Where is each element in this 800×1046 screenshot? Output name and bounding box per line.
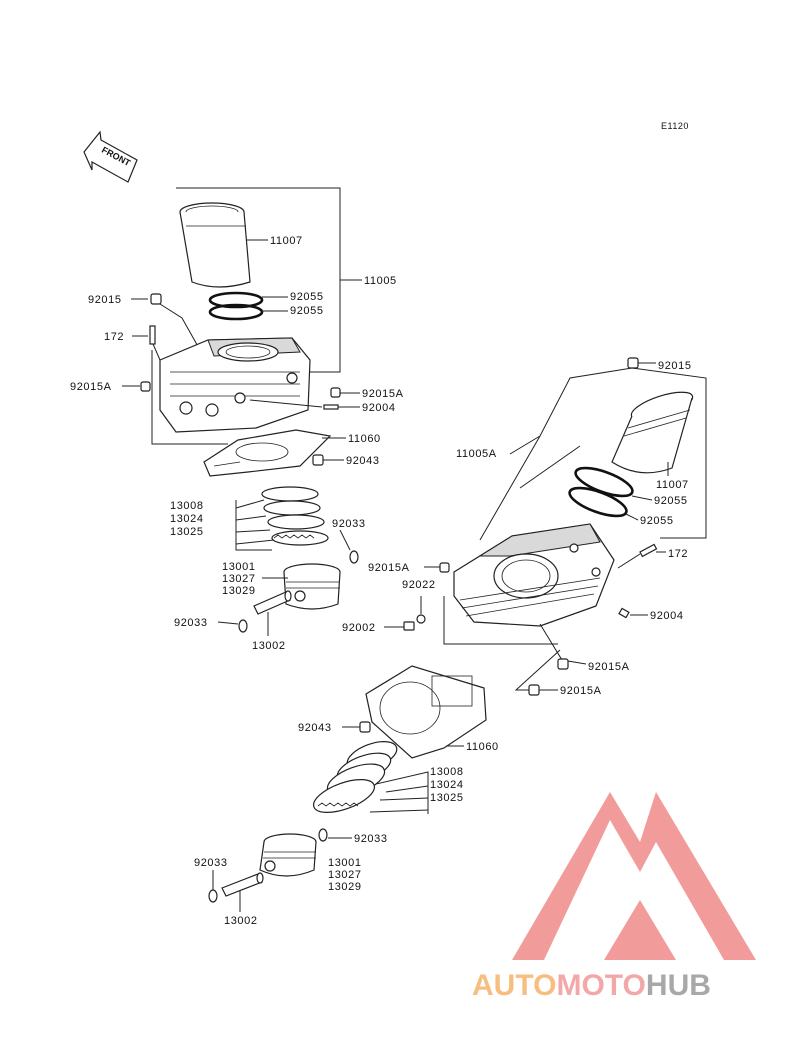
- callout-rear-plug-top: 92015: [88, 294, 122, 306]
- callout-rear-piston-a: 13001: [222, 561, 256, 573]
- rear-piston-rings: [261, 486, 329, 546]
- callout-front-dowel: 92043: [298, 722, 332, 734]
- watermark-moto: MOTO: [556, 969, 645, 1002]
- rear-pin: [323, 404, 339, 410]
- callout-front-clip-right: 92033: [354, 833, 388, 845]
- callout-front-gasket: 11060: [466, 741, 499, 753]
- front-cylinder-body: [453, 523, 615, 627]
- callout-front-plug-left: 92015A: [368, 562, 410, 574]
- front-piston-rings: [313, 741, 398, 814]
- rear-plug-top: [131, 293, 201, 351]
- front-stud: [639, 543, 658, 558]
- callout-rear-clip-left: 92033: [174, 617, 208, 629]
- rear-cylinder-body: [159, 337, 311, 433]
- rear-plug-left: [140, 381, 151, 392]
- callout-rear-piston-c: 13029: [222, 585, 256, 597]
- watermark-triangle-icon: [512, 792, 756, 960]
- rear-oring-b: [208, 303, 264, 321]
- callout-rear-plug-left: 92015A: [70, 381, 112, 393]
- front-bolt: [384, 621, 415, 631]
- rear-cylinder-group: [122, 187, 362, 636]
- rear-cylinder-liner: [179, 202, 251, 288]
- callout-front-plug-low-b: 92015A: [560, 685, 602, 697]
- callout-rear-oring-a: 92055: [290, 291, 324, 303]
- front-cylinder-group: [208, 357, 707, 912]
- callout-front-piston-c: 13029: [328, 881, 362, 893]
- watermark-hub: HUB: [646, 969, 711, 1002]
- callout-labels: 11007 11005 92055 92055 92015 172 92015A…: [70, 235, 692, 927]
- callout-front-piston-b: 13027: [328, 869, 362, 881]
- callout-rear-liner: 11007: [270, 235, 303, 247]
- watermark-auto: AUTO: [472, 969, 556, 1002]
- watermark-text: AUTOMOTOHUB: [472, 969, 711, 1002]
- front-plug-left: [439, 562, 450, 573]
- callout-rear-stud: 172: [104, 331, 124, 343]
- callout-front-piston-a: 13001: [328, 857, 362, 869]
- callout-front-oring-a: 92055: [654, 495, 688, 507]
- callout-rear-plug-right: 92015A: [362, 388, 404, 400]
- front-piston: [259, 833, 317, 877]
- rear-wrist-pin: [253, 590, 292, 615]
- callout-front-rings-a: 13008: [430, 766, 464, 778]
- callout-rear-rings-c: 13025: [170, 526, 204, 538]
- callout-front-clip-left: 92033: [194, 857, 228, 869]
- callout-front-plug-top: 92015: [658, 360, 692, 372]
- rear-base-gasket: [203, 429, 332, 477]
- callout-front-liner: 11007: [656, 479, 689, 491]
- front-plug-top: [627, 357, 639, 369]
- callout-front-plug-low-a: 92015A: [588, 661, 630, 673]
- callout-rear-gasket: 11060: [348, 433, 381, 445]
- front-base-gasket: [365, 665, 487, 759]
- callout-front-cylinder-assy: 11005A: [456, 448, 497, 460]
- front-cylinder-liner: [611, 391, 694, 474]
- rear-oring-a: [208, 291, 264, 309]
- rear-clip-right: [349, 550, 359, 564]
- callout-front-bolt: 92002: [342, 622, 376, 634]
- callout-front-washer: 92022: [402, 579, 436, 591]
- rear-piston: [283, 563, 341, 610]
- callout-rear-cylinder-assy: 11005: [364, 275, 397, 287]
- rear-clip-left: [238, 619, 248, 633]
- front-wrist-pin: [221, 872, 264, 897]
- front-pin: [618, 607, 630, 619]
- callout-rear-piston-b: 13027: [222, 573, 256, 585]
- callout-front-wrist-pin: 13002: [224, 915, 258, 927]
- front-plug-low-a: [557, 658, 569, 670]
- front-plug-low-b: [528, 684, 540, 696]
- front-arrow-icon: FRONT: [83, 130, 138, 183]
- callout-rear-dowel: 92043: [346, 455, 380, 467]
- front-oring-b: [568, 486, 628, 518]
- callout-rear-rings-a: 13008: [170, 500, 204, 512]
- diagram-code: E1120: [661, 121, 689, 131]
- callout-front-pin: 92004: [650, 610, 684, 622]
- callout-front-rings-b: 13024: [430, 779, 464, 791]
- callout-rear-clip-right: 92033: [332, 518, 366, 530]
- front-dowel: [359, 721, 371, 733]
- rear-dowel: [312, 454, 324, 466]
- watermark-logo: AUTOMOTOHUB: [472, 792, 756, 1002]
- rear-plug-right: [330, 387, 341, 398]
- callout-front-rings-c: 13025: [430, 792, 464, 804]
- callout-rear-rings-b: 13024: [170, 513, 204, 525]
- front-clip-right: [318, 828, 328, 842]
- front-clip-left: [208, 889, 218, 903]
- callout-rear-oring-b: 92055: [290, 305, 324, 317]
- front-washer: [416, 614, 426, 624]
- callout-rear-pin: 92004: [362, 402, 396, 414]
- callout-front-stud: 172: [668, 548, 688, 560]
- callout-front-oring-b: 92055: [640, 515, 674, 527]
- callout-rear-wrist-pin: 13002: [252, 640, 286, 652]
